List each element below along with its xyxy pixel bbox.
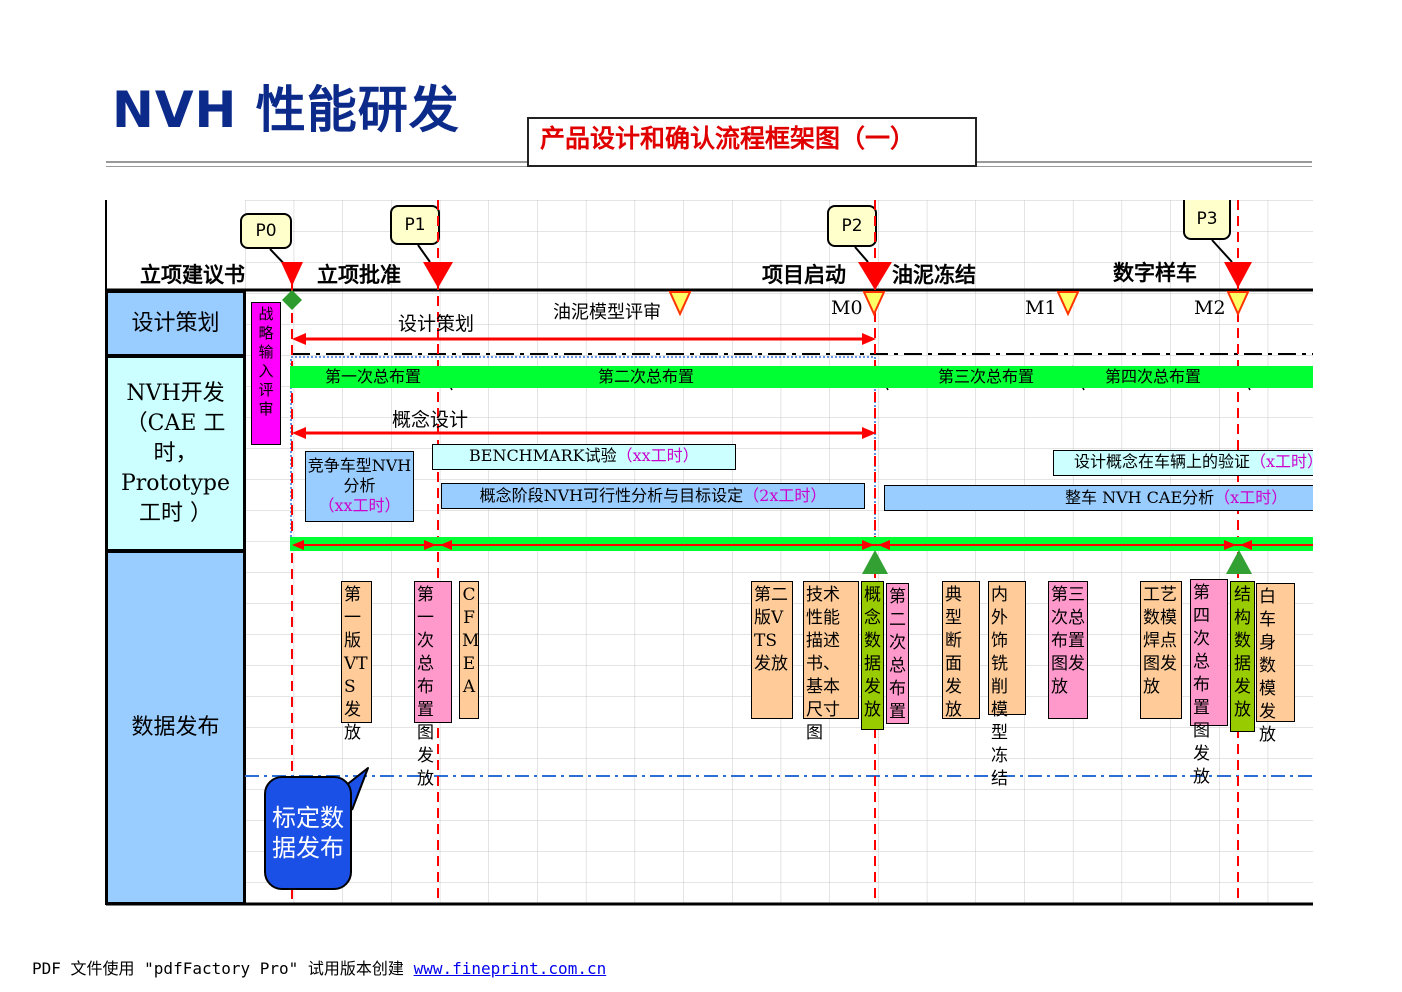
cae-box: 整车 NVH CAE分析（x工时） (884, 485, 1313, 511)
grid-background (245, 200, 1313, 904)
verification-box: 设计概念在车辆上的验证（x工时） (1053, 450, 1313, 476)
benchmark-box: BENCHMARK试验（xx工时） (432, 444, 736, 470)
footer-text: PDF 文件使用 "pdfFactory Pro" 试用版本创建 (32, 959, 414, 978)
milestone-m2: M2 (1194, 297, 1226, 319)
release-section: 典型断面发放 (942, 581, 980, 720)
release-layout-1: 第一次总布置图发放 (414, 581, 452, 789)
start-diamond (282, 290, 302, 310)
release-trim-model: 内外饰铣削模型冻结 (988, 581, 1026, 789)
footer-link[interactable]: www.fineprint.com.cn (413, 959, 607, 978)
concept-design-label: 概念设计 (392, 409, 469, 431)
release-concept-data: 概念数据发放 (861, 581, 884, 730)
feasibility-box: 概念阶段NVH可行性分析与目标设定（2x工时） (441, 483, 865, 509)
milestone-clay-review: 油泥模型评审 (553, 302, 661, 323)
benchmark-hours: （xx工时） (616, 446, 699, 465)
gate-p3: P3 (1183, 200, 1231, 240)
milestone-m0: M0 (831, 297, 863, 319)
calibration-data-callout: 标定数据发布 (264, 776, 352, 890)
gate-arrow-p1 (423, 262, 453, 288)
release-layout-3: 第三次总布置图发放 (1048, 581, 1088, 719)
subtitle-box (527, 117, 977, 167)
competitor-nvh-hours: （xx工时） (318, 496, 401, 515)
gate-p0: P0 (240, 213, 292, 249)
release-biw-model: 白车身数模发放 (1256, 583, 1295, 745)
design-plan-label: 设计策划 (398, 313, 475, 335)
release-vts-v2: 第二版VTS发放 (751, 581, 793, 719)
row-data-release: 数据发布 (106, 551, 245, 904)
phase-proposal: 立项建议书 (140, 263, 245, 287)
gate-arrow-p3 (1224, 262, 1252, 288)
row-nvh-dev: NVH开发（CAE 工时，Prototype 工时 ） (106, 356, 245, 551)
gate-arrow-p2 (858, 262, 892, 290)
row-design-planning: 设计策划 (106, 291, 245, 356)
concept-release-marker (862, 550, 888, 574)
release-cfmea: CFMEA (459, 581, 479, 719)
milestone-clay-review-marker (668, 291, 692, 317)
phase-digital-car: 数字样车 (1113, 261, 1197, 285)
milestone-m1-marker (1056, 291, 1080, 317)
strategy-input-review: 战略输入评审 (251, 302, 281, 445)
cae-hours: （x工时） (1214, 488, 1288, 507)
page-title: NVH 性能研发 (112, 81, 460, 139)
gate-p2: P2 (827, 205, 877, 247)
subtitle: 产品设计和确认流程框架图（一） (540, 124, 916, 153)
competitor-nvh-text: 竞争车型NVH分析 (307, 456, 412, 495)
benchmark-text: BENCHMARK试验 (469, 446, 617, 465)
milestone-m1: M1 (1025, 297, 1057, 319)
feasibility-text: 概念阶段NVH可行性分析与目标设定 (479, 486, 744, 505)
layout-bar-4: 第四次总布置 (1105, 367, 1202, 386)
milestone-m0-marker (862, 291, 886, 317)
structure-release-marker (1226, 550, 1252, 574)
layout-bar-1: 第一次总布置 (325, 367, 422, 386)
phase-clay-freeze: 油泥冻结 (892, 263, 976, 287)
phase-approval: 立项批准 (317, 263, 401, 287)
release-layout-4: 第四次总布置图发放 (1190, 579, 1228, 787)
verification-text: 设计概念在车辆上的验证 (1074, 452, 1251, 471)
gate-p1: P1 (390, 205, 440, 245)
feasibility-hours: （2x工时） (743, 486, 827, 505)
release-tech-spec: 技术性能描述书、基本尺寸图 (803, 581, 859, 743)
cae-text: 整车 NVH CAE分析 (1065, 488, 1215, 507)
release-layout-2: 第二次总布置 (886, 583, 909, 724)
verification-hours: （x工时） (1250, 452, 1313, 471)
release-structure-data: 结构数据发放 (1230, 581, 1255, 732)
layout-bar-2: 第二次总布置 (598, 367, 695, 386)
competitor-nvh-box: 竞争车型NVH分析（xx工时） (305, 451, 414, 522)
release-vts-v1: 第一版VTS发放 (341, 581, 372, 743)
milestone-m2-marker (1226, 291, 1250, 317)
layout-green-bar (290, 366, 1313, 388)
footer: PDF 文件使用 "pdfFactory Pro" 试用版本创建 www.fin… (32, 955, 606, 979)
phase-kickoff: 项目启动 (762, 263, 846, 287)
layout-bar-3: 第三次总布置 (938, 367, 1035, 386)
release-weld-spot: 工艺数模焊点图发放 (1140, 581, 1182, 719)
gate-arrow-p0 (281, 262, 303, 286)
